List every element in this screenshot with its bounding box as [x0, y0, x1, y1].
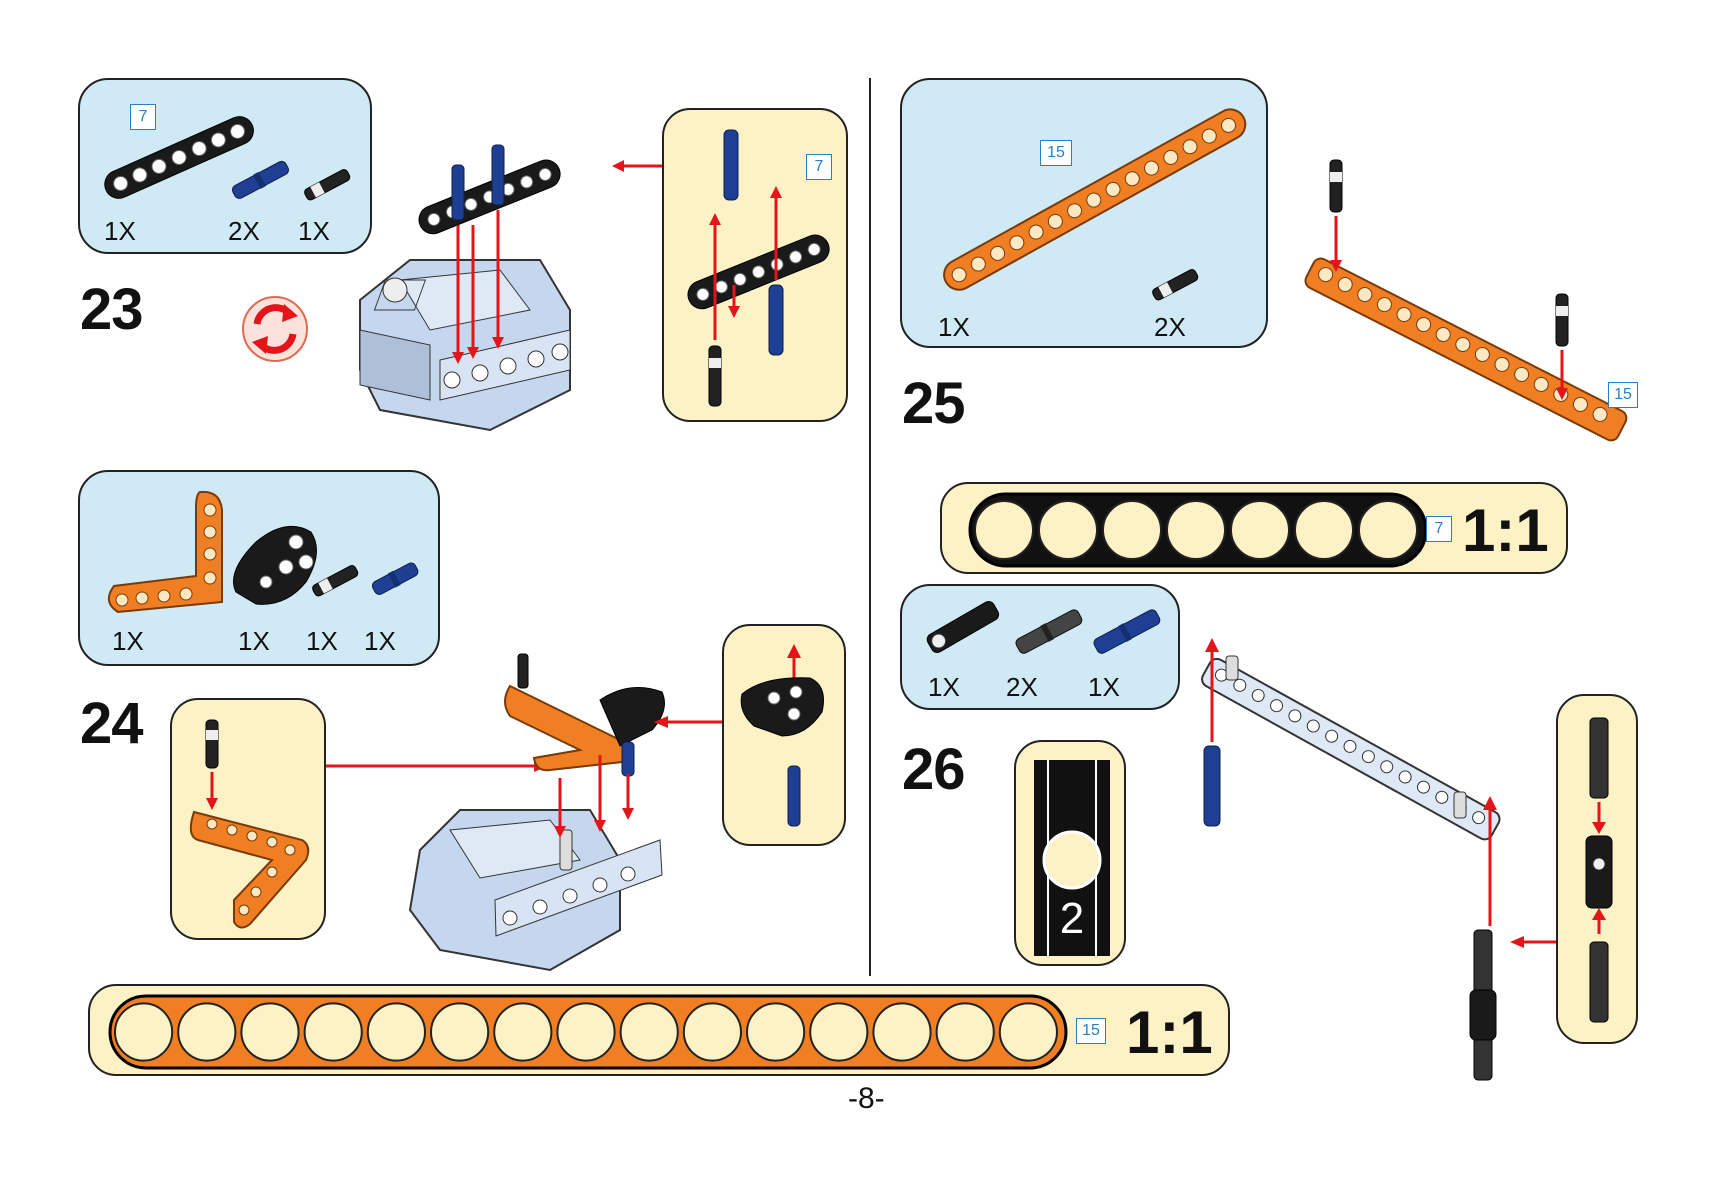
beam-hole [974, 500, 1034, 560]
scale-bar-beam15-holes [108, 994, 1068, 1070]
beam-hole [1166, 500, 1226, 560]
step26-assembly [1201, 638, 1501, 1081]
step25-parts-panel: 15 1X 2X [900, 78, 1268, 348]
step24-qty-blue-pin: 1X [364, 626, 396, 656]
step23-callout-drawing [687, 129, 830, 407]
beam-hole [493, 1002, 553, 1062]
scale-bar-beam7: 7 1:1 [940, 482, 1568, 574]
beam-hole [935, 1002, 995, 1062]
step26-axle-scale-callout: 2 [1014, 740, 1126, 966]
step25-assembly [1304, 159, 1628, 442]
step24-triangle-callout-drawing [740, 644, 824, 827]
step23-qty-beam: 1X [104, 216, 136, 246]
orange-l-beam-icon [107, 490, 223, 614]
beam-hole [682, 1002, 743, 1062]
beam-hole [303, 1002, 363, 1062]
step23-qty-black-pin: 1X [298, 216, 330, 246]
orange-beam-15-icon [943, 108, 1247, 291]
black-axle-pin-icon [926, 601, 1000, 653]
beam-hole [809, 1002, 869, 1062]
scale-bar-beam7-ratio: 1:1 [1462, 497, 1549, 564]
beam-hole [556, 1002, 616, 1062]
beam-hole [1294, 500, 1354, 560]
beam-hole [872, 1002, 932, 1062]
step25-qty-beam: 1X [938, 312, 970, 342]
step26-parts-panel: 1X 2X 1X [900, 584, 1180, 710]
beam-hole [1102, 500, 1162, 560]
beam-hole [746, 1002, 806, 1062]
page-divider [869, 78, 871, 976]
beam-hole [430, 1002, 490, 1062]
step24-qty-black-pin: 1X [306, 626, 338, 656]
step26-qty-blue-pin: 1X [1088, 672, 1120, 702]
step24-l-beam-callout-drawing [189, 719, 310, 929]
step24-right-callout-arrow [654, 716, 730, 728]
beam-hole [619, 1002, 679, 1062]
step26-axle-callout-drawing [1585, 717, 1613, 1023]
step25-number: 25 [902, 371, 966, 436]
beam-hole [177, 1002, 237, 1062]
step24-servo-assembly [408, 653, 665, 972]
step24-parts-panel: 1X 1X 1X 1X [78, 470, 440, 666]
beam-hole [113, 1002, 174, 1062]
beam-hole [1230, 500, 1290, 560]
scale-bar-beam7-holes [968, 492, 1428, 568]
step24-qty-l-beam: 1X [112, 626, 144, 656]
black-pin-icon [1152, 269, 1199, 301]
blue-pin-icon [231, 160, 290, 199]
step23-qty-blue-pin: 2X [228, 216, 260, 246]
step26-qty-axle: 2X [1006, 672, 1038, 702]
gray-axle-icon [1015, 609, 1083, 654]
blue-pin-icon [371, 562, 419, 595]
step26-qty-axle-pin: 1X [928, 672, 960, 702]
axle-2-scale-drawing [1034, 760, 1110, 956]
step23-number: 23 [80, 277, 144, 342]
rotate-model-icon [242, 296, 308, 362]
black-pin-icon [304, 169, 351, 201]
step23-length-tag: 7 [130, 104, 156, 130]
scale-bar-beam7-tag: 7 [1426, 516, 1452, 542]
step24-triangle-callout [722, 624, 846, 846]
step25-qty-pin: 2X [1154, 312, 1186, 342]
black-triangle-beam-icon [233, 525, 317, 605]
step23-callout-arrow [612, 160, 668, 172]
step23-subassembly-callout: 7 [662, 108, 848, 422]
blue-pin-icon [1093, 609, 1161, 654]
black-beam-7-icon [104, 116, 254, 199]
beam-hole [240, 1002, 300, 1062]
step23-servo-assembly [359, 144, 571, 432]
step26-number: 26 [902, 737, 966, 802]
page-number: -8- [848, 1082, 885, 1115]
scale-bar-beam15: 15 1:1 [88, 984, 1230, 1076]
step25-beam-length-tag: 15 [1608, 382, 1638, 408]
beam-hole [998, 1002, 1059, 1062]
beam-hole [1038, 500, 1098, 560]
step23-parts-panel: 7 1X 2X 1X [78, 78, 372, 254]
step24-l-beam-callout [170, 698, 326, 940]
scale-bar-beam15-ratio: 1:1 [1126, 999, 1213, 1066]
black-pin-icon [312, 565, 359, 597]
step24-qty-triangle: 1X [238, 626, 270, 656]
axle-2-label: 2 [1059, 894, 1085, 943]
step26-axle-callout [1556, 694, 1638, 1044]
beam-hole [1358, 500, 1418, 560]
step23-callout-length-tag: 7 [806, 154, 832, 180]
step25-length-tag: 15 [1040, 140, 1072, 166]
scale-bar-beam15-tag: 15 [1076, 1018, 1106, 1044]
beam-hole [366, 1002, 426, 1062]
step24-number: 24 [80, 691, 144, 756]
